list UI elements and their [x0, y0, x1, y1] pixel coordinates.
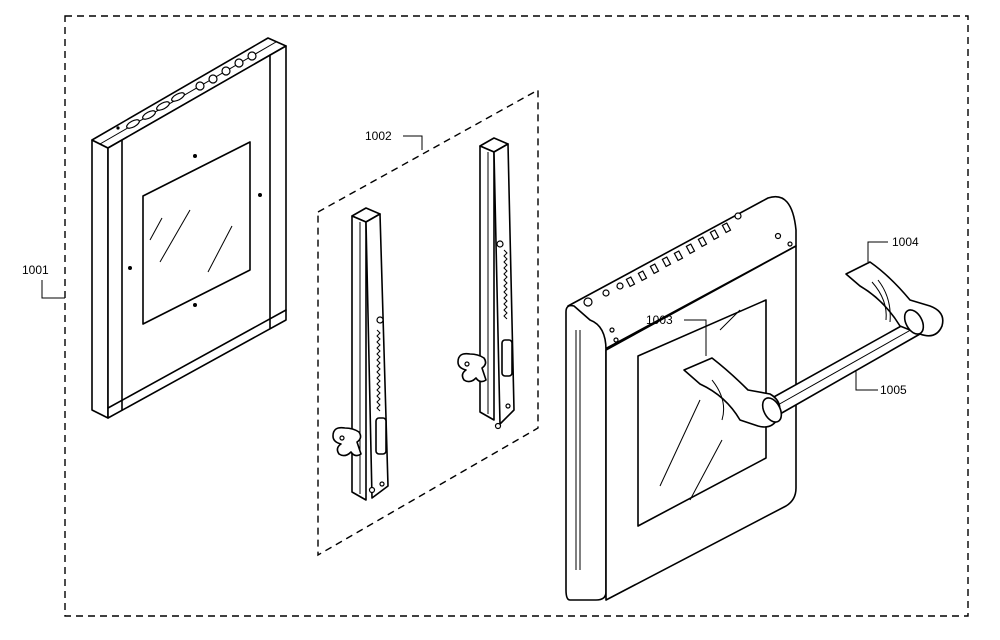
hinge-right: [457, 137, 515, 430]
handle-bar-leader-line: [855, 370, 878, 391]
handle-bar-label: 1005: [880, 383, 907, 397]
handle-end-bracket-label: 1004: [892, 235, 919, 249]
front-vent-slots: [583, 212, 793, 343]
hinge-left: [332, 207, 389, 501]
door-front-panel: [565, 195, 797, 601]
handle-assembly: [683, 261, 944, 428]
hinge-set-label: 1002: [365, 129, 392, 143]
vent-slots: [126, 51, 257, 129]
assembly-boundary: [64, 15, 969, 617]
hinge-set-leader-line: [403, 135, 423, 150]
door-assembly-label: 1001: [22, 263, 49, 277]
door-rear-panel: [91, 37, 287, 419]
handle-bracket-leader-line: [684, 319, 707, 356]
front-door-window: [637, 299, 767, 527]
handle-end-bracket-leader-line: [867, 241, 888, 262]
door-leader-line: [41, 280, 65, 299]
hinge-set-boundary: [317, 88, 539, 557]
handle-bracket-label: 1003: [646, 313, 673, 327]
door-window: [142, 141, 251, 325]
handle-right-bracket: [845, 261, 944, 337]
